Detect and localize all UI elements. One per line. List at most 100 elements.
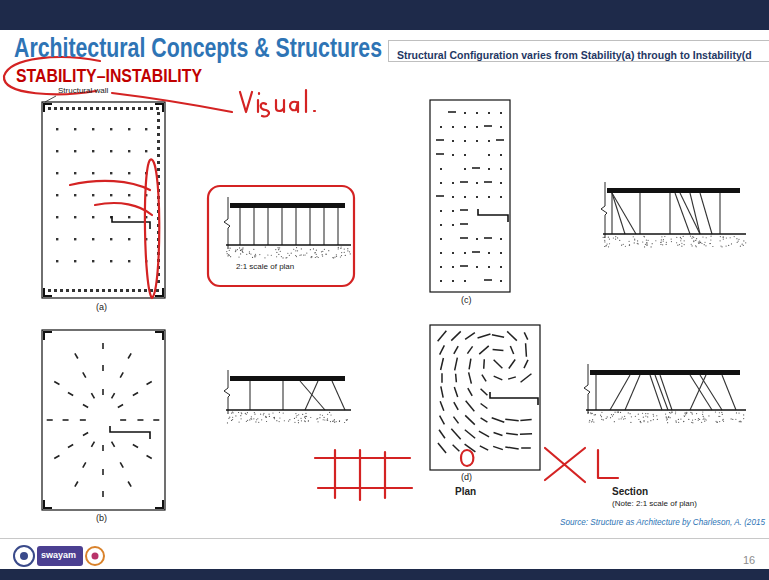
radial-wall bbox=[147, 382, 152, 385]
ground-stipple bbox=[601, 416, 602, 417]
ground-stipple bbox=[327, 414, 328, 415]
column-dot bbox=[56, 238, 58, 240]
skewed-wall bbox=[493, 446, 503, 449]
ground-stipple bbox=[601, 412, 602, 413]
ground-stipple bbox=[330, 414, 331, 415]
ground-stipple bbox=[229, 248, 230, 249]
ground-line bbox=[603, 233, 746, 234]
ground-stipple bbox=[246, 254, 247, 255]
ground-stipple bbox=[271, 255, 272, 256]
ground-stipple bbox=[684, 244, 685, 245]
ground-stipple bbox=[265, 416, 266, 417]
radial-wall bbox=[83, 433, 88, 436]
ground-stipple bbox=[268, 414, 269, 415]
ground-stipple bbox=[667, 418, 668, 419]
ground-stipple bbox=[685, 414, 686, 415]
ground-stipple bbox=[661, 236, 662, 237]
break-line bbox=[224, 370, 230, 414]
ground-stipple bbox=[615, 239, 616, 240]
column-dot bbox=[145, 128, 147, 130]
column-dot bbox=[92, 128, 94, 130]
ground-stipple bbox=[296, 416, 297, 417]
ground-stipple bbox=[699, 241, 700, 242]
ground-stipple bbox=[323, 419, 324, 420]
ground-stipple bbox=[590, 412, 591, 413]
ground-stipple bbox=[703, 417, 704, 418]
ground-stipple bbox=[692, 420, 693, 421]
ground-stipple bbox=[295, 250, 296, 251]
ground-stipple bbox=[266, 421, 267, 422]
ground-stipple bbox=[284, 420, 285, 421]
ground-stipple bbox=[743, 418, 744, 419]
ground-stipple bbox=[308, 420, 309, 421]
ground-stipple bbox=[681, 246, 682, 247]
ground-stipple bbox=[241, 413, 242, 414]
skewed-wall bbox=[494, 360, 503, 368]
ground-stipple bbox=[628, 241, 629, 242]
ground-stipple bbox=[702, 411, 703, 412]
column-dot bbox=[74, 216, 76, 218]
ground-stipple bbox=[600, 415, 601, 416]
logo-emblem bbox=[86, 547, 104, 565]
column-dot bbox=[92, 238, 94, 240]
ground-stipple bbox=[301, 420, 302, 421]
column-dot bbox=[500, 196, 502, 198]
ground-stipple bbox=[692, 422, 693, 423]
ground-stipple bbox=[301, 254, 302, 255]
ground-stipple bbox=[622, 416, 623, 417]
column-dot bbox=[476, 112, 478, 114]
ground-stipple bbox=[229, 255, 230, 256]
wall-column bbox=[102, 107, 105, 110]
ground-stipple bbox=[241, 249, 242, 250]
radial-wall bbox=[128, 353, 131, 358]
wall-column bbox=[108, 107, 111, 110]
ground-stipple bbox=[739, 421, 740, 422]
ground-stipple bbox=[743, 240, 744, 241]
ground-stipple bbox=[678, 419, 679, 420]
scale-note: 2:1 scale of plan bbox=[236, 262, 294, 271]
ground-stipple bbox=[604, 246, 605, 247]
ground-stipple bbox=[341, 255, 342, 256]
column-dot bbox=[92, 172, 94, 174]
ground-stipple bbox=[305, 418, 306, 419]
ground-stipple bbox=[703, 416, 704, 417]
column-dot bbox=[500, 238, 502, 240]
column-dot bbox=[128, 150, 130, 152]
annotation-oval bbox=[145, 159, 159, 298]
ground-stipple bbox=[701, 243, 702, 244]
column-dot bbox=[145, 150, 147, 152]
ground-stipple bbox=[254, 414, 255, 415]
plan-a-outline bbox=[42, 102, 165, 298]
skewed-wall bbox=[465, 415, 475, 424]
ground-stipple bbox=[318, 257, 319, 258]
skewed-wall bbox=[440, 401, 444, 410]
ground-stipple bbox=[684, 413, 685, 414]
ground-stipple bbox=[736, 238, 737, 239]
column-line bbox=[305, 381, 318, 410]
ground-stipple bbox=[239, 247, 240, 248]
ground-stipple bbox=[589, 420, 590, 421]
ground-stipple bbox=[311, 256, 312, 257]
ground-stipple bbox=[625, 246, 626, 247]
ground-stipple bbox=[606, 245, 607, 246]
ground-stipple bbox=[677, 245, 678, 246]
radial-wall bbox=[153, 419, 159, 421]
wall-column bbox=[114, 289, 117, 292]
wall-dash bbox=[484, 279, 492, 281]
roof-beam bbox=[607, 188, 740, 193]
ground-stipple bbox=[334, 422, 335, 423]
ground-stipple bbox=[676, 237, 677, 238]
ground-stipple bbox=[255, 421, 256, 422]
skewed-wall bbox=[438, 443, 446, 453]
ground-stipple bbox=[710, 243, 711, 244]
ground-stipple bbox=[278, 249, 279, 250]
ground-stipple bbox=[698, 241, 699, 242]
column-dot bbox=[74, 194, 76, 196]
skewed-wall bbox=[509, 360, 515, 369]
ground-stipple bbox=[334, 420, 335, 421]
ground-stipple bbox=[238, 422, 239, 423]
ground-stipple bbox=[279, 421, 280, 422]
column-dot bbox=[476, 126, 478, 128]
wall-dash bbox=[460, 237, 468, 239]
